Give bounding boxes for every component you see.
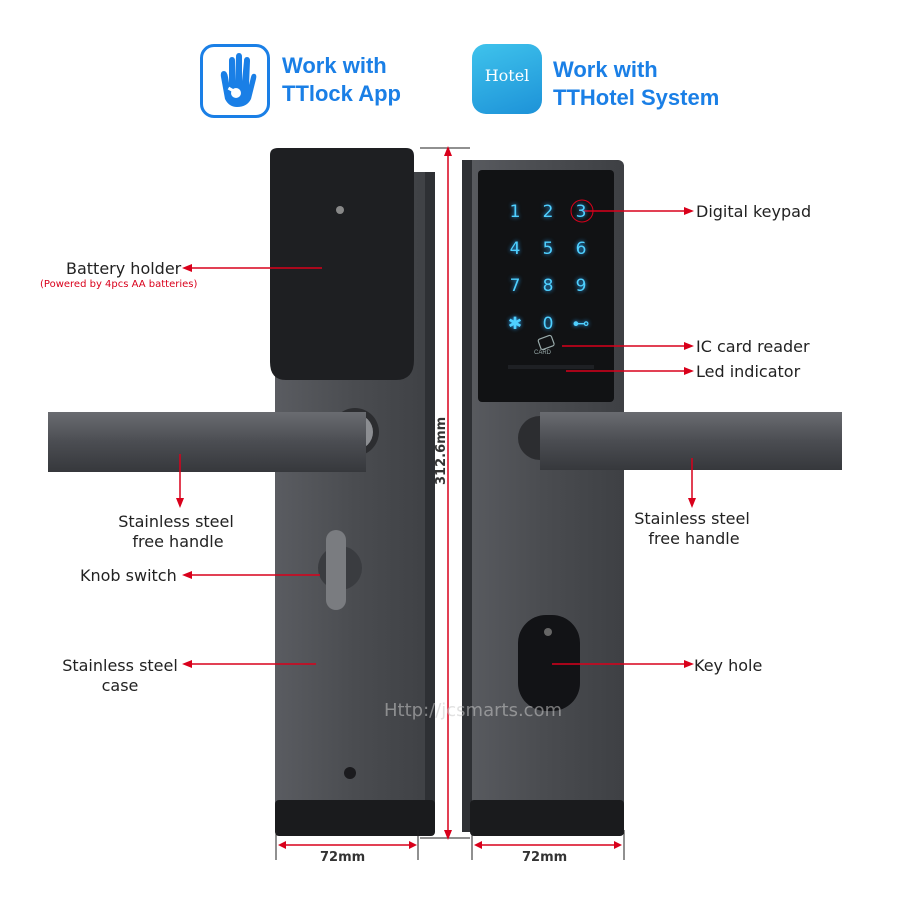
keypad-key[interactable]: 0 bbox=[542, 314, 554, 334]
led-indicator-label: Led indicator bbox=[696, 362, 801, 381]
card-label: CARD bbox=[534, 350, 552, 356]
dimension-lines bbox=[275, 147, 625, 860]
height-dimension: 312.6mm bbox=[434, 416, 449, 485]
right-handle-label-line2: free handle bbox=[648, 529, 740, 548]
keypad-key[interactable]: 8 bbox=[542, 276, 554, 296]
width-left-dimension: 72mm bbox=[320, 850, 366, 865]
tthotel-app-icon: Hotel bbox=[472, 44, 542, 114]
tthotel-title-line1: Work with bbox=[553, 57, 658, 82]
keypad-key[interactable]: 1 bbox=[509, 202, 521, 222]
tthotel-title-line2: TTHotel System bbox=[553, 85, 720, 110]
card-reader-icon bbox=[537, 334, 555, 351]
keypad-key[interactable]: 7 bbox=[509, 276, 521, 296]
case-label-line1: Stainless steel bbox=[62, 656, 178, 675]
left-plate bbox=[48, 148, 435, 836]
digital-keypad-label: Digital keypad bbox=[696, 202, 812, 221]
battery-holder-label: Battery holder bbox=[66, 259, 182, 278]
ttlock-title-line2: TTlock App bbox=[282, 81, 401, 106]
battery-note: (Powered by 4pcs AA batteries) bbox=[40, 279, 198, 290]
keypad-key[interactable]: 6 bbox=[575, 239, 587, 259]
keypad-key[interactable]: 5 bbox=[542, 239, 554, 259]
width-right-dimension: 72mm bbox=[522, 850, 568, 865]
keypad-key[interactable]: 2 bbox=[542, 202, 554, 222]
left-handle-label-line1: Stainless steel bbox=[118, 512, 234, 531]
knob-switch-label: Knob switch bbox=[80, 566, 177, 585]
case-label-line2: case bbox=[101, 676, 139, 695]
keypad-key[interactable]: 4 bbox=[509, 239, 521, 259]
watermark: Http://jcsmarts.com bbox=[384, 700, 563, 721]
key-hole-label: Key hole bbox=[694, 656, 763, 675]
tthotel-badge-text: Hotel bbox=[484, 66, 530, 85]
right-handle-label-line1: Stainless steel bbox=[634, 509, 750, 528]
keypad-key[interactable]: 9 bbox=[575, 276, 587, 296]
right-plate bbox=[462, 160, 842, 836]
ic-card-reader-label: IC card reader bbox=[696, 337, 810, 356]
left-handle-label-line2: free handle bbox=[132, 532, 224, 551]
callout-arrows bbox=[179, 210, 693, 665]
keypad-key[interactable]: 3 bbox=[575, 202, 587, 222]
ttlock-app-icon bbox=[200, 44, 270, 118]
keypad-key[interactable]: ⊷ bbox=[572, 314, 590, 334]
keypad-key[interactable]: ✱ bbox=[507, 314, 523, 334]
ttlock-title-line1: Work with bbox=[282, 53, 387, 78]
